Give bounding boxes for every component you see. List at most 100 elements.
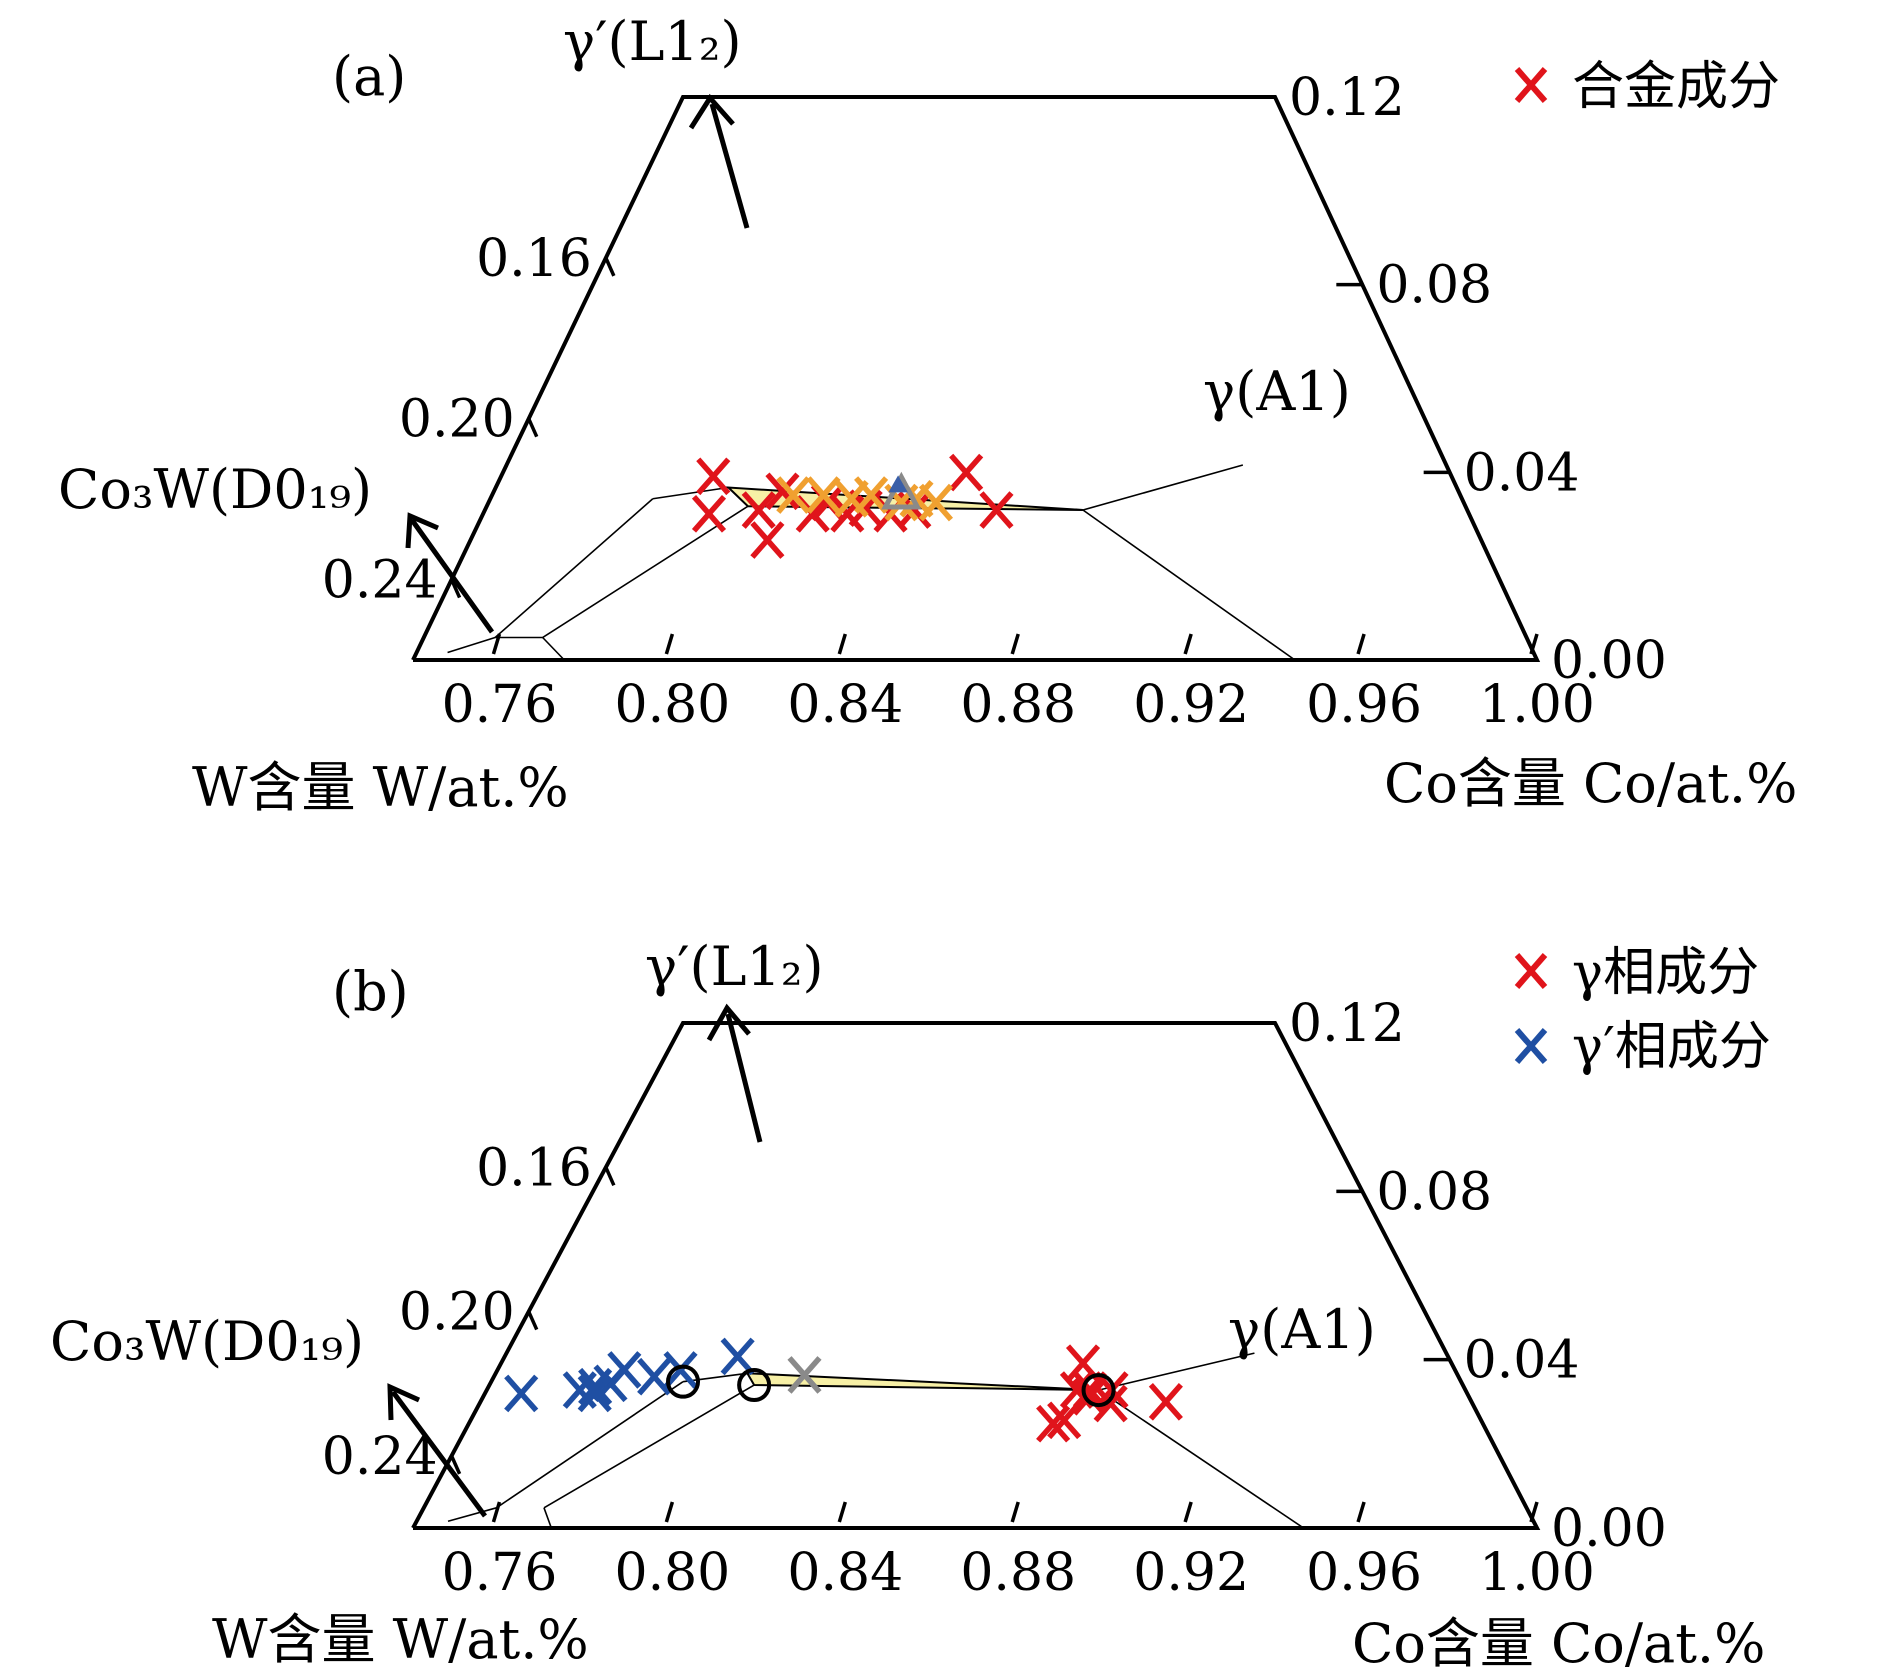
phase-label-a1: γ(A1) xyxy=(1228,1298,1376,1361)
w-tick-label: 0.24 xyxy=(322,551,438,611)
scatter-point xyxy=(577,1374,612,1413)
x-tick-mark xyxy=(1529,633,1539,655)
x-tick-mark xyxy=(664,633,675,655)
phase-boundary-line xyxy=(447,636,496,654)
x-tick-mark xyxy=(664,1501,675,1523)
scatter-point xyxy=(607,1351,642,1389)
scatter-point xyxy=(1072,1378,1107,1416)
scatter-point xyxy=(741,491,776,529)
phase-boundary-line xyxy=(1082,464,1244,511)
x-tick-label: 0.96 xyxy=(1306,1543,1422,1603)
x-tick-mark xyxy=(1356,633,1366,655)
scatter-point xyxy=(765,472,800,511)
x-tick-label: 0.92 xyxy=(1133,675,1249,735)
w-tick-label: 0.20 xyxy=(399,1283,515,1343)
co-axis-title: Co含量 Co/at.% xyxy=(1384,752,1797,815)
w-tick-mark xyxy=(449,578,462,599)
w-tick-label: 0.16 xyxy=(476,229,592,289)
phase-boundary-line xyxy=(1098,1389,1305,1529)
tie-triangle-region xyxy=(745,1372,1099,1392)
scatter-point xyxy=(888,475,908,493)
legend: 合金成分 xyxy=(1514,57,1780,117)
phase-boundary-line xyxy=(682,1372,748,1383)
right-axis-ticks: 0.120.080.040.00 xyxy=(1289,68,1667,691)
w-axis-title: W含量 W/at.% xyxy=(212,1608,589,1671)
phase-boundary-lines xyxy=(447,464,1296,661)
x-tick-label: 1.00 xyxy=(1479,675,1595,735)
legend: γ相成分 γ′相成分 xyxy=(1514,943,1771,1077)
w-tick-label: 0.16 xyxy=(476,1138,592,1198)
panel-label: (a) xyxy=(332,45,406,108)
w-tick-mark xyxy=(604,257,616,277)
phase-boundary-line xyxy=(1098,1352,1255,1391)
scatter-point xyxy=(1094,1371,1129,1409)
co-axis-title: Co含量 Co/at.% xyxy=(1352,1612,1765,1675)
right-tick-label: 0.04 xyxy=(1464,1331,1580,1391)
phase-boundary-line xyxy=(447,1507,497,1523)
scatter-point xyxy=(854,476,889,514)
phase-label-l12: γ′(L1₂) xyxy=(645,935,824,998)
right-axis-ticks: 0.12 0.08 0.04 0.00 xyxy=(1289,994,1667,1559)
x-tick-label: 0.80 xyxy=(614,1543,730,1603)
panel-label: (b) xyxy=(332,960,409,1023)
phase-boundary-line xyxy=(542,636,565,661)
scatter-point xyxy=(918,483,954,522)
phase-boundary-line xyxy=(496,1381,684,1509)
tie-triangle xyxy=(745,1372,1099,1392)
x-tick-label: 0.84 xyxy=(787,1543,903,1603)
legend-marker-gamma xyxy=(1514,953,1548,989)
x-tick-mark xyxy=(1010,633,1020,655)
w-axis-ticks: 0.160.200.24 xyxy=(322,229,616,611)
phase-boundary-lines xyxy=(447,1352,1305,1529)
x-tick-label: 1.00 xyxy=(1479,1543,1595,1603)
phase-label-d019: Co₃W(D0₁₉) xyxy=(50,1310,364,1373)
w-tick-mark xyxy=(527,418,539,438)
data-points xyxy=(504,1337,1183,1443)
x-tick-label: 0.92 xyxy=(1133,1543,1249,1603)
legend-marker-alloy xyxy=(1514,67,1548,103)
l12-arrow xyxy=(706,1003,763,1143)
phase-label-l12: γ′(L1₂) xyxy=(563,10,742,73)
right-tick-label: 0.12 xyxy=(1289,994,1405,1054)
w-tick-mark xyxy=(604,1166,616,1186)
x-tick-label: 0.80 xyxy=(614,675,730,735)
scatter-point xyxy=(737,1368,772,1403)
scatter-point xyxy=(504,1374,539,1413)
x-tick-label: 0.96 xyxy=(1306,675,1422,735)
right-tick-label: 0.00 xyxy=(1551,631,1667,691)
scatter-point xyxy=(666,1364,701,1399)
d019-arrow xyxy=(405,512,495,634)
scatter-point xyxy=(979,491,1014,529)
phase-boundary-line xyxy=(652,486,729,500)
phase-boundary-line xyxy=(494,498,654,639)
phase-label-a1: γ(A1) xyxy=(1203,360,1351,423)
x-tick-mark xyxy=(1356,1501,1366,1523)
phase-boundary-line xyxy=(1082,509,1296,661)
x-tick-label: 0.84 xyxy=(787,675,903,735)
x-tick-mark xyxy=(491,1501,502,1523)
phase-label-d019: Co₃W(D0₁₉) xyxy=(58,458,372,521)
data-points xyxy=(691,453,1014,559)
right-tick-label: 0.04 xyxy=(1464,443,1580,503)
phase-boundary-line xyxy=(542,505,749,639)
scatter-point xyxy=(1093,1384,1128,1423)
scatter-point xyxy=(1081,1373,1116,1408)
x-tick-label: 0.88 xyxy=(960,675,1076,735)
x-tick-label: 0.88 xyxy=(960,1543,1076,1603)
x-tick-mark xyxy=(837,633,847,655)
scatter-point xyxy=(1047,1401,1082,1440)
right-tick-label: 0.00 xyxy=(1551,1499,1667,1559)
legend-label-gamma-prime: γ′相成分 xyxy=(1572,1017,1771,1077)
x-tick-mark xyxy=(1183,1501,1193,1523)
x-tick-label: 0.76 xyxy=(442,675,558,735)
d019-arrow xyxy=(387,1383,488,1518)
x-tick-mark xyxy=(1529,1501,1539,1523)
x-tick-mark xyxy=(1010,1501,1020,1523)
right-tick-label: 0.08 xyxy=(1376,256,1492,316)
right-tick-label: 0.08 xyxy=(1376,1162,1492,1222)
l12-arrow xyxy=(688,93,750,229)
